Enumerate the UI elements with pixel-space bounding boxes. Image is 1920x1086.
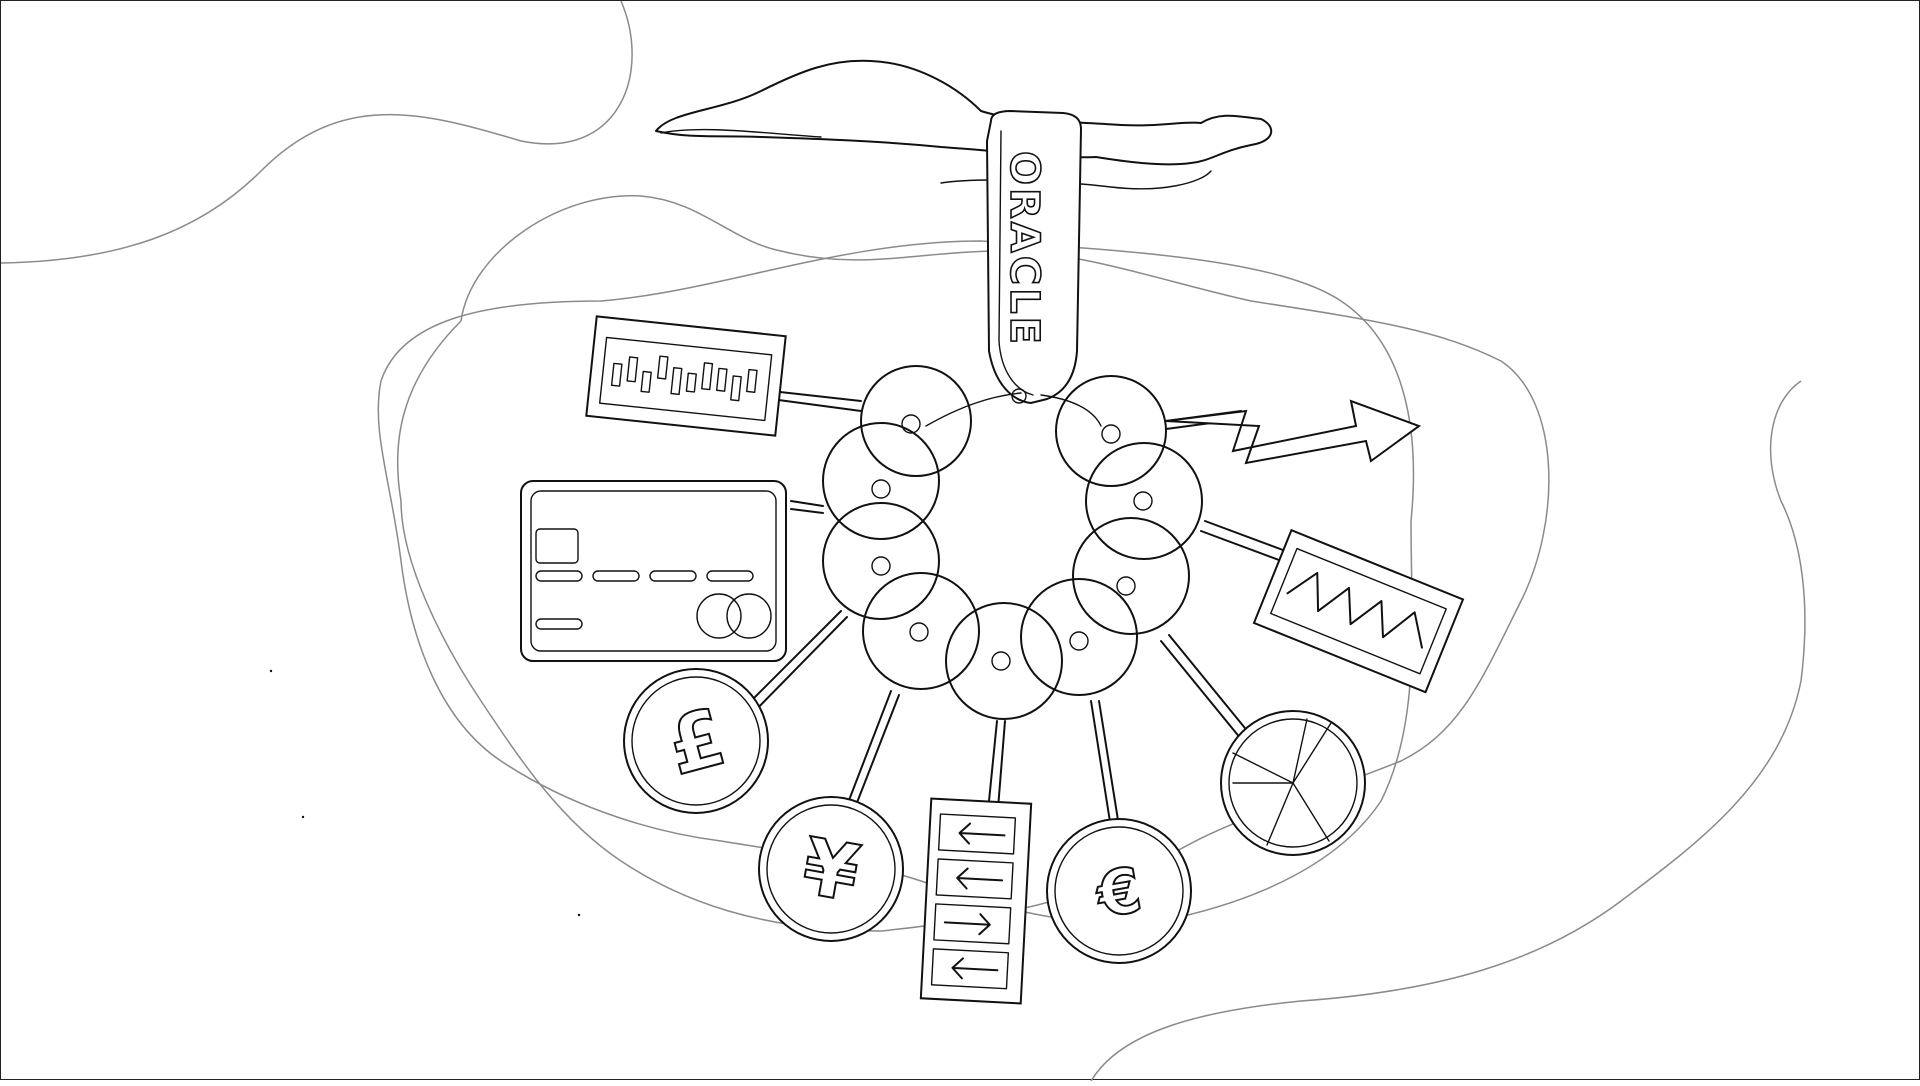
zigzag-chart-icon [1252,528,1465,694]
transfer-arrows-icon [919,797,1033,1005]
keyring-icon [822,365,1203,720]
credit-card-icon [520,480,787,662]
background-scribbles [0,0,1806,1082]
speck [269,669,273,673]
speck [577,913,581,917]
pound-coin-icon: £ [623,668,769,814]
lightning-arrow-icon [1165,399,1422,465]
cloud-icon [655,59,1273,190]
candlestick-chart-icon [585,315,787,437]
connectors [740,390,1292,842]
pie-chart-icon [1220,710,1366,856]
tag-text: ORACLE [1001,151,1047,347]
euro-coin-icon: € [1046,818,1192,964]
tag-icon: ORACLE [985,109,1083,405]
yen-coin-icon: ¥ [758,796,904,942]
speck [301,815,305,819]
